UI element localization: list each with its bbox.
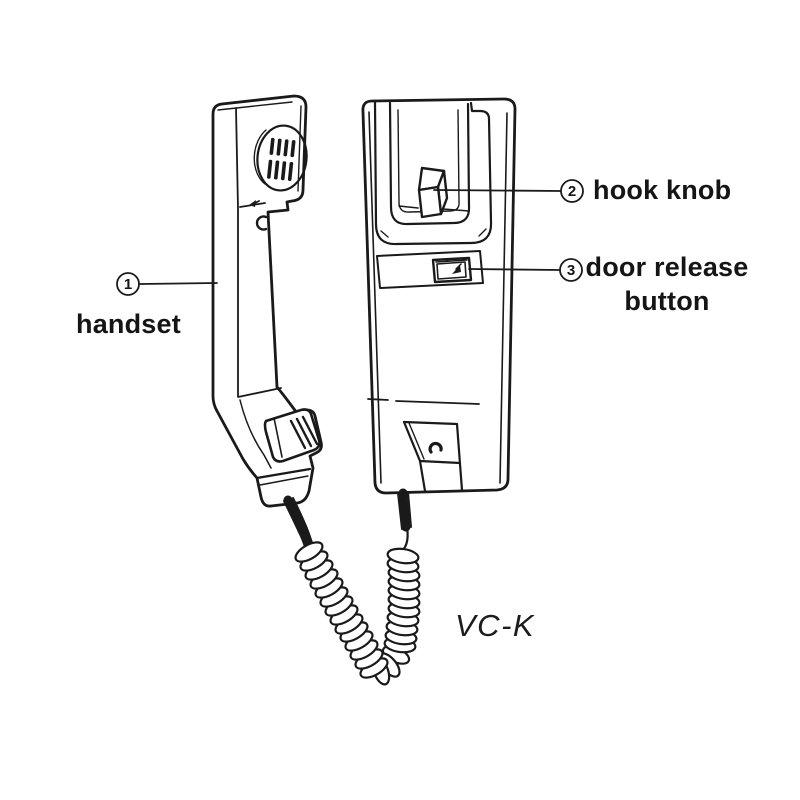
handset-cradle: [373, 100, 493, 246]
callout-3-leader: [468, 268, 561, 271]
mouthpiece: [263, 408, 321, 463]
hook-mark-icon: [428, 441, 443, 454]
callout-1-circle: [116, 272, 140, 296]
callout-2-circle: [560, 179, 584, 203]
hook-knob-label: hook knob: [593, 175, 732, 205]
door-release-label-line2: button: [624, 286, 710, 316]
callout-3-circle: [559, 258, 583, 282]
callout-3-number: 3: [567, 262, 575, 279]
door-release-label-line1: door release: [585, 252, 749, 282]
unit-cord: [397, 488, 412, 555]
unit-body: [361, 97, 517, 495]
handset-drawing: [211, 94, 323, 508]
callouts: 1 2 3: [116, 179, 584, 296]
callout-1-number: 1: [124, 276, 132, 293]
handset-body: [211, 94, 323, 508]
earpiece: [217, 101, 308, 397]
callout-2-leader: [433, 189, 562, 192]
door-release-button-label: door release button: [577, 250, 757, 318]
neck-marks: [249, 200, 268, 231]
callout-2-number: 2: [568, 183, 576, 200]
speaker-grille: [267, 137, 296, 181]
unit-seam-line: [367, 398, 480, 405]
wall-unit-drawing: [361, 97, 517, 495]
handset-label: handset: [76, 309, 181, 339]
speaker-ring: [256, 124, 308, 192]
callout-1-leader: [139, 282, 218, 285]
door-release-panel: [376, 250, 484, 289]
door-release-button-drawing: [431, 256, 473, 284]
coiled-cord: [283, 488, 421, 686]
model-label: VC-K: [455, 608, 536, 643]
hook-knob-drawing: [417, 166, 449, 219]
cable-exit-panel: [402, 420, 464, 493]
